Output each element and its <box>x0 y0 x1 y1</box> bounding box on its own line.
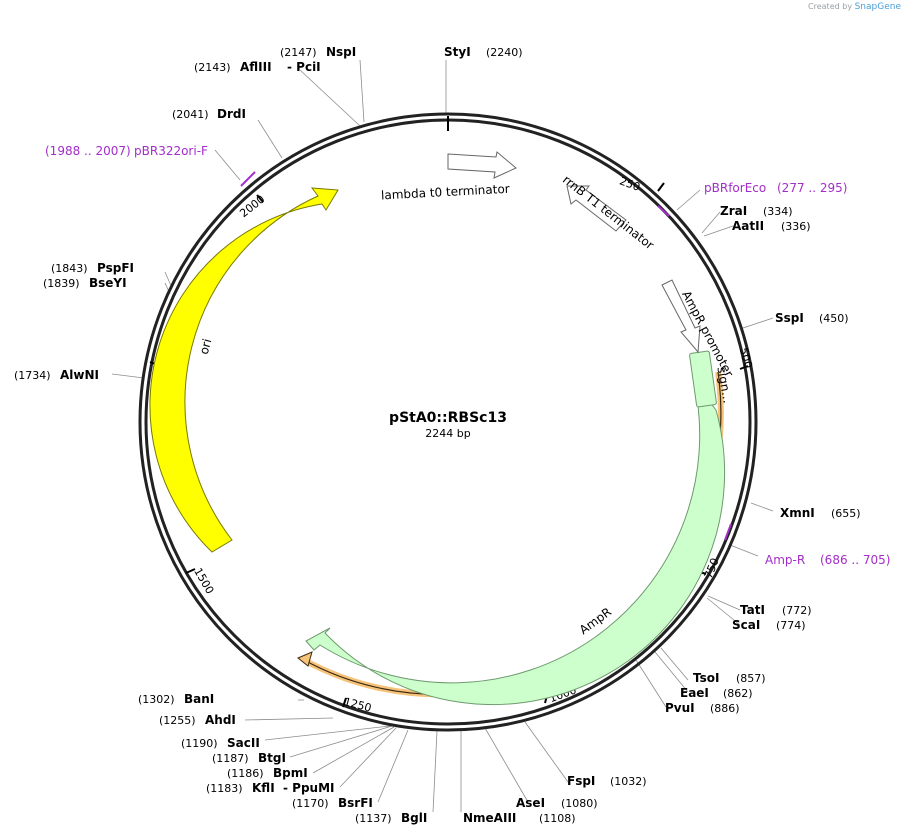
enzyme-asei-name: AseI <box>516 796 545 810</box>
enzyme-labels: StyI (2240) (2147) NspI (2143) AflIII - … <box>14 45 861 825</box>
enzyme-pvui-pos: (886) <box>710 702 740 715</box>
enzyme-bani-name: BanI <box>184 692 214 706</box>
tick-1500: 1500 <box>191 566 216 597</box>
ampr-promoter-feature <box>661 279 701 354</box>
enzyme-aatii-name: AatII <box>732 219 764 233</box>
signal-feature <box>689 350 717 408</box>
enzyme-pspfi-pos: (1843) <box>51 262 88 275</box>
enzyme-nmeaiii-pos: (1108) <box>539 812 576 825</box>
primer-pbr322ori-f-bar <box>240 171 256 187</box>
enzyme-bseyi-pos: (1839) <box>43 277 80 290</box>
enzyme-pvui-name: PvuI <box>665 701 695 715</box>
enzyme-styi-name: StyI <box>444 45 471 59</box>
enzyme-ahdi-pos: (1255) <box>159 714 196 727</box>
credit-prefix: Created by <box>808 2 853 11</box>
primer-amp-r-name: Amp-R <box>765 553 805 567</box>
snapgene-logo: SnapGene <box>854 2 901 12</box>
enzyme-kfli-pos: (1183) <box>206 782 243 795</box>
lambda-t0-terminator-label: lambda t0 terminator <box>381 182 510 203</box>
ampr-feature <box>305 381 726 706</box>
enzyme-tati-name: TatI <box>740 603 765 617</box>
enzyme-tsoi-pos: (857) <box>736 672 766 685</box>
ori-feature <box>149 187 339 553</box>
snapgene-credit: Created by SnapGene <box>808 2 901 12</box>
enzyme-drdi-pos: (2041) <box>172 108 209 121</box>
enzyme-xmni-pos: (655) <box>831 507 861 520</box>
enzyme-bgli-pos: (1137) <box>355 812 392 825</box>
enzyme-bsrfi-name: BsrFI <box>338 796 373 810</box>
enzyme-sspi-pos: (450) <box>819 312 849 325</box>
enzyme-scai-pos: (774) <box>776 619 806 632</box>
enzyme-tati-pos: (772) <box>782 604 812 617</box>
primer-pbrforeco-name: pBRforEco <box>704 181 766 195</box>
tick-2000: 2000 <box>237 193 267 220</box>
enzyme-aatii-pos: (336) <box>781 220 811 233</box>
tick-500: 500 <box>737 346 755 370</box>
primer-pbrforeco-bar <box>657 205 670 217</box>
enzyme-bpmi-pos: (1186) <box>227 767 264 780</box>
enzyme-tsoi-name: TsoI <box>693 671 719 685</box>
enzyme-ppumi-name: - PpuMI <box>283 781 335 795</box>
ampr-orf-arrowhead <box>297 651 313 667</box>
enzyme-eaei-name: EaeI <box>680 686 709 700</box>
enzyme-afliii-pos: (2143) <box>194 61 231 74</box>
enzyme-styi-pos: (2240) <box>486 46 523 59</box>
enzyme-alwni-name: AlwNI <box>60 368 99 382</box>
enzyme-sspi-name: SspI <box>775 311 804 325</box>
tick-labels: 250 500 750 1000 1250 1500 1750 2000 <box>161 174 755 714</box>
enzyme-xmni-name: XmnI <box>780 506 815 520</box>
primer-pbrforeco-range: (277 .. 295) <box>777 181 847 195</box>
enzyme-afliii-name: AflIII <box>240 60 272 74</box>
enzyme-alwni-pos: (1734) <box>14 369 51 382</box>
enzyme-bgli-name: BglI <box>401 811 427 825</box>
enzyme-ahdi-name: AhdI <box>205 713 236 727</box>
primer-amp-r-bar <box>724 523 732 541</box>
enzyme-pspfi-name: PspFI <box>97 261 134 275</box>
primer-pbr322ori-f-range: (1988 .. 2007) <box>45 144 131 158</box>
backbone-outer <box>138 112 758 732</box>
enzyme-zrai-pos: (334) <box>763 205 793 218</box>
enzyme-kfli-name: KflI <box>252 781 275 795</box>
enzyme-bani-pos: (1302) <box>138 693 175 706</box>
enzyme-bsrfi-pos: (1170) <box>292 797 329 810</box>
signal-label: sign… <box>714 366 734 405</box>
enzyme-sacii-name: SacII <box>227 736 260 750</box>
enzyme-drdi-name: DrdI <box>217 107 246 121</box>
enzyme-sacii-pos: (1190) <box>181 737 218 750</box>
rrnb-t1-terminator-feature <box>566 185 627 232</box>
enzyme-bseyi-name: BseYI <box>89 276 127 290</box>
enzyme-scai-name: ScaI <box>732 618 760 632</box>
enzyme-eaei-pos: (862) <box>723 687 753 700</box>
ori-label: ori <box>197 337 215 356</box>
enzyme-nspi-pos: (2147) <box>280 46 317 59</box>
primer-bars <box>240 171 732 541</box>
leader-lines <box>111 59 774 813</box>
enzyme-pcii-name: - PciI <box>287 60 321 74</box>
lambda-t0-terminator-feature <box>447 151 517 179</box>
enzyme-fspi-pos: (1032) <box>610 775 647 788</box>
plasmid-length: 2244 bp <box>425 427 470 440</box>
primer-amp-r-range: (686 .. 705) <box>820 553 890 567</box>
enzyme-fspi-name: FspI <box>567 774 595 788</box>
enzyme-nmeaiii-name: NmeAIII <box>463 811 516 825</box>
enzyme-asei-pos: (1080) <box>561 797 598 810</box>
primer-labels: (1988 .. 2007) pBR322ori-F pBRforEco (27… <box>45 144 890 567</box>
enzyme-btgi-name: BtgI <box>258 751 286 765</box>
enzyme-bpmi-name: BpmI <box>273 766 308 780</box>
tick-250: 250 <box>618 174 642 193</box>
enzyme-nspi-name: NspI <box>326 45 356 59</box>
primer-pbr322ori-f-name: pBR322ori-F <box>134 144 208 158</box>
plasmid-name: pStA0::RBSc13 <box>389 410 507 426</box>
enzyme-zrai-name: ZraI <box>720 204 747 218</box>
enzyme-btgi-pos: (1187) <box>212 752 249 765</box>
